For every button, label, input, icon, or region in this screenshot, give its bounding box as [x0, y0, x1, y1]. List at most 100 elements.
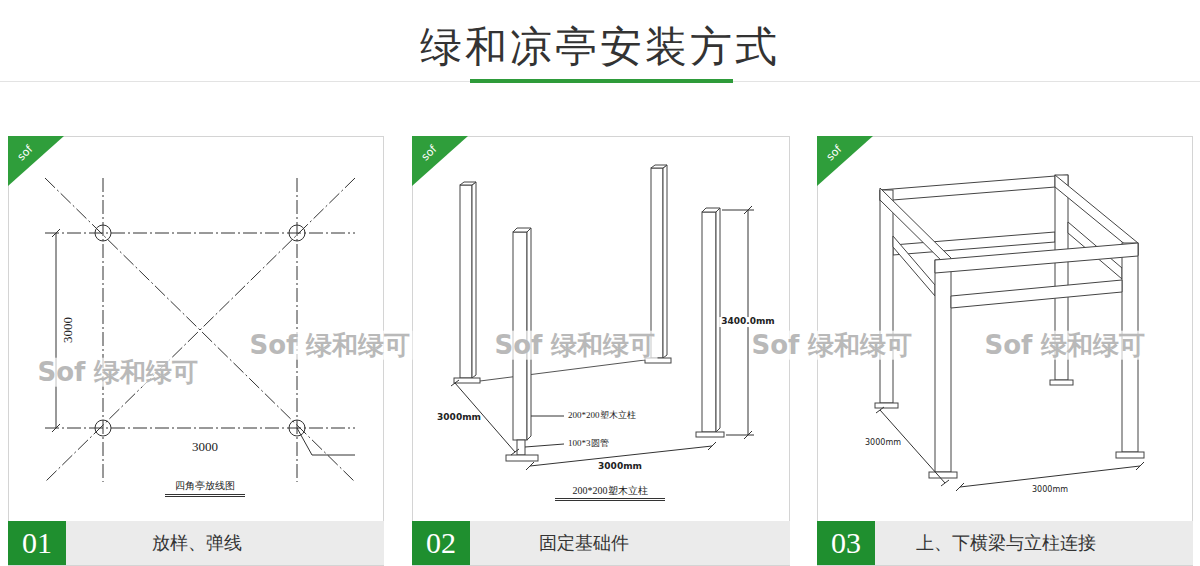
step-label: 放样、弹线	[152, 534, 242, 552]
leader-line	[525, 416, 564, 447]
dimension-label: 3000mm	[1032, 486, 1068, 495]
step-bar: 放样、弹线 01	[8, 521, 384, 565]
step-bar: 上、下横梁与立柱连接 03	[817, 521, 1193, 565]
beam	[880, 188, 951, 270]
post-circle	[289, 225, 305, 241]
column	[460, 182, 476, 185]
leader-line	[525, 444, 564, 447]
dimension-line	[451, 380, 459, 386]
column	[460, 185, 472, 378]
dimension-line	[708, 442, 716, 450]
tag-shape	[412, 136, 468, 186]
title-underline	[555, 500, 665, 501]
column	[663, 165, 667, 358]
column	[696, 432, 724, 437]
leader-line	[297, 428, 355, 455]
corner-tag: sof	[412, 136, 468, 186]
drawing-title: 200*200塑木立柱	[573, 485, 648, 496]
step-label: 固定基础件	[539, 534, 629, 552]
dimension-line	[726, 435, 754, 436]
panel-frame	[413, 137, 790, 566]
dimension-label: 3400.0mm	[719, 317, 777, 327]
dimension-line	[722, 210, 754, 211]
tag-shape	[8, 136, 64, 186]
watermark: Sof 绿和绿可	[36, 358, 201, 387]
drawing-title: 四角亭放线图	[175, 480, 235, 491]
column	[472, 182, 476, 378]
tag-shape	[8, 136, 64, 186]
step-bar: 固定基础件 02	[412, 521, 790, 565]
centre-line	[45, 428, 355, 429]
column	[506, 455, 538, 461]
dimension-line	[960, 466, 1140, 487]
watermark: Sof 绿和绿可	[493, 331, 658, 360]
beam	[935, 243, 1138, 308]
dimension-label: 3000mm	[598, 462, 642, 472]
leader-line	[531, 416, 564, 417]
dimension-line	[744, 206, 752, 214]
column	[929, 472, 957, 478]
dimension-line	[52, 229, 60, 237]
corner-tag: sof	[817, 136, 873, 186]
column	[1116, 452, 1144, 458]
beam	[951, 280, 1122, 308]
beam	[935, 243, 1138, 273]
column	[935, 260, 951, 472]
column	[880, 190, 893, 403]
step-number-text: 02	[426, 528, 456, 558]
leader-line	[297, 428, 355, 455]
dimension-line	[526, 462, 534, 470]
beam	[880, 175, 1138, 296]
dimension-line	[1136, 462, 1144, 470]
column	[929, 243, 1144, 478]
step-number: 02	[412, 521, 470, 565]
title-underline	[165, 495, 245, 497]
dimension-label: 3000mm	[865, 439, 901, 448]
tag-shape	[817, 136, 873, 186]
column	[513, 228, 531, 232]
dimension-line	[52, 229, 60, 432]
step-number: 01	[8, 521, 66, 565]
watermark: Sof 绿和绿可	[983, 331, 1148, 360]
dimension-label: 3000	[192, 440, 218, 454]
column	[454, 165, 724, 461]
title-underline	[555, 499, 665, 501]
column	[651, 165, 667, 168]
dimension-line	[451, 206, 754, 470]
tag-shape	[817, 136, 873, 186]
page-title: 绿和凉亭安装方式	[0, 24, 1200, 70]
tag-shape	[412, 136, 468, 186]
ground-line	[480, 360, 645, 381]
post-circle	[95, 420, 111, 436]
dimension-line	[511, 449, 519, 455]
column	[651, 168, 663, 358]
beam	[880, 175, 1068, 201]
dimension-label: 3000	[61, 317, 75, 343]
header-rule	[0, 79, 1200, 83]
dimension-line	[56, 233, 57, 428]
column	[517, 440, 525, 455]
dimension-line	[52, 424, 60, 432]
dimension-line	[941, 480, 949, 486]
corner-tag: sof	[8, 136, 64, 186]
title-underline	[165, 494, 245, 495]
centre-line	[45, 233, 355, 234]
post-circle	[95, 225, 111, 241]
dimension-line	[744, 431, 752, 439]
column	[1050, 380, 1073, 385]
dimension-line	[956, 483, 964, 491]
dimension-line	[876, 407, 1144, 491]
step-number-text: 03	[831, 528, 861, 558]
column	[702, 208, 720, 212]
panel-frame	[9, 137, 1193, 566]
title-underline	[555, 498, 665, 499]
step-label: 上、下横梁与立柱连接	[916, 534, 1096, 552]
column	[875, 403, 898, 408]
watermark: Sof 绿和绿可	[750, 331, 915, 360]
ground-line	[480, 360, 645, 381]
column	[702, 212, 716, 432]
beam	[880, 175, 1068, 255]
step-number: 03	[817, 521, 875, 565]
beam	[893, 236, 935, 296]
title-underline	[165, 496, 245, 497]
